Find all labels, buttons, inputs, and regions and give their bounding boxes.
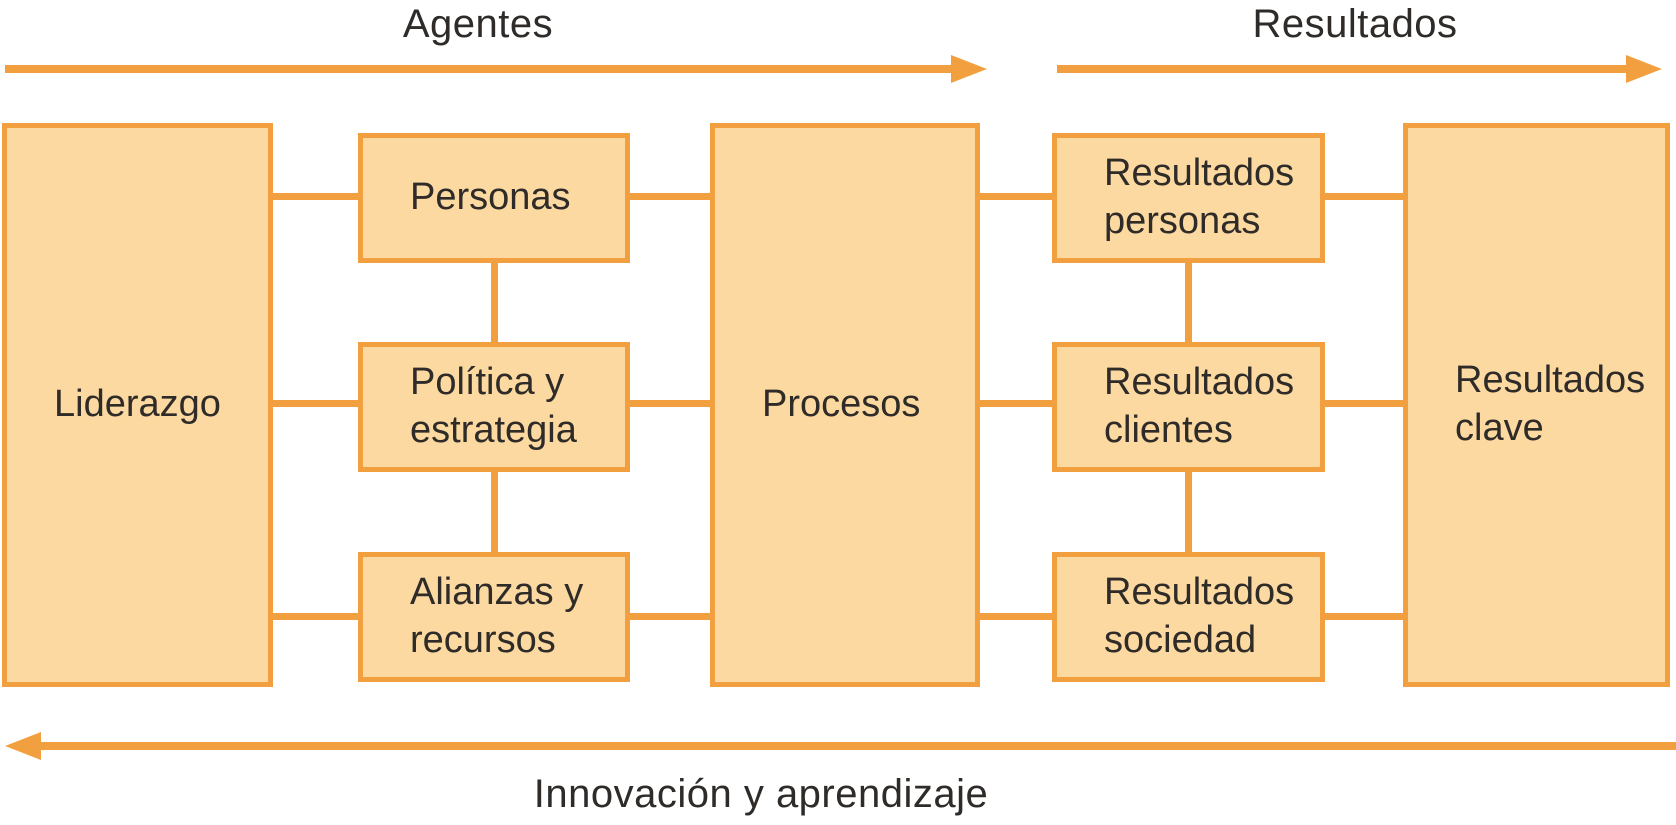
connector bbox=[628, 613, 712, 620]
box-resultados-sociedad-label: Resultados sociedad bbox=[1104, 571, 1295, 661]
connector bbox=[978, 193, 1054, 200]
box-resultados-clave: Resultados clave bbox=[1403, 123, 1670, 687]
resultados-arrow-shaft bbox=[1057, 65, 1627, 73]
box-resultados-clientes-label: Resultados clientes bbox=[1104, 361, 1295, 451]
resultados-label: Resultados bbox=[1252, 2, 1458, 46]
box-personas: Personas bbox=[358, 133, 630, 263]
connector bbox=[491, 261, 498, 344]
connector bbox=[978, 613, 1054, 620]
box-resultados-personas: Resultados personas bbox=[1052, 133, 1325, 263]
agentes-arrow-shaft bbox=[5, 65, 952, 73]
box-alianzas-recursos-label: Alianzas y recursos bbox=[410, 571, 584, 661]
connector bbox=[978, 400, 1054, 407]
connector bbox=[1323, 613, 1405, 620]
innovacion-arrow-shaft bbox=[39, 742, 1676, 750]
connector bbox=[1185, 261, 1192, 344]
box-resultados-personas-label: Resultados personas bbox=[1104, 152, 1295, 242]
box-resultados-clave-label: Resultados clave bbox=[1455, 359, 1646, 449]
connector bbox=[273, 613, 360, 620]
connector bbox=[273, 193, 360, 200]
connector bbox=[628, 400, 712, 407]
arrowhead-right-icon bbox=[951, 55, 987, 83]
arrowhead-right-icon bbox=[1626, 55, 1662, 83]
connector bbox=[1323, 400, 1405, 407]
box-resultados-sociedad: Resultados sociedad bbox=[1052, 552, 1325, 682]
agentes-label: Agentes bbox=[402, 2, 554, 46]
connector bbox=[273, 400, 360, 407]
connector bbox=[1323, 193, 1405, 200]
box-alianzas-recursos: Alianzas y recursos bbox=[358, 552, 630, 682]
arrowhead-left-icon bbox=[5, 732, 41, 760]
box-resultados-clientes: Resultados clientes bbox=[1052, 342, 1325, 472]
connector bbox=[491, 470, 498, 554]
box-liderazgo-label: Liderazgo bbox=[54, 383, 221, 426]
box-liderazgo: Liderazgo bbox=[2, 123, 273, 687]
innovacion-label: Innovación y aprendizaje bbox=[533, 772, 989, 816]
box-procesos-label: Procesos bbox=[762, 383, 921, 426]
box-politica-estrategia: Política y estrategia bbox=[358, 342, 630, 472]
connector bbox=[1185, 470, 1192, 554]
box-procesos: Procesos bbox=[710, 123, 980, 687]
connector bbox=[628, 193, 712, 200]
box-politica-estrategia-label: Política y estrategia bbox=[410, 361, 577, 451]
box-personas-label: Personas bbox=[410, 176, 571, 219]
